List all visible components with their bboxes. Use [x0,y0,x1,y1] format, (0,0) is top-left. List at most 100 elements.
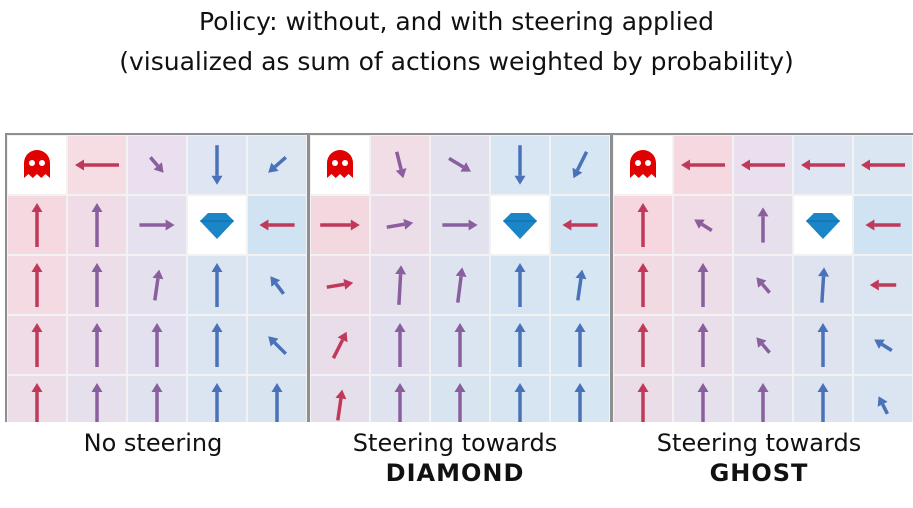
policy-arrow [869,279,897,291]
arrow-shaft [820,276,826,303]
arrow-head [151,383,163,392]
arrow-shaft [149,156,160,168]
arrow-head [877,396,888,407]
policy-arrow [259,219,295,231]
ghost-eye-right [39,160,45,166]
policy-arrow [694,219,713,232]
arrow-head [801,159,810,171]
caption-line-2: GHOST [709,459,809,487]
diamond-icon [806,213,840,239]
caption-line-1: Steering towards [656,429,862,457]
arrow-head [514,383,526,392]
arrow-shaft [760,342,771,354]
arrow-head [514,263,526,272]
arrow-head [91,323,103,332]
policy-arrow [874,339,893,352]
policy-arrow [514,263,526,307]
ghost-icon [630,150,656,178]
arrow-shaft [153,278,160,301]
policy-arrow [31,203,43,247]
policy-arrow [801,159,845,171]
arrow-head [211,383,223,392]
policy-arrow [211,383,223,422]
arrow-head [514,175,526,185]
arrow-shaft [397,274,403,305]
policy-arrow [91,383,103,422]
ghost-eye-right [645,160,651,166]
arrow-head [697,323,709,332]
arrow-head [575,269,587,280]
arrow-head [270,276,281,287]
arrow-head [697,263,709,272]
diamond-body [806,213,840,239]
policy-arrow [211,263,223,307]
arrow-head [91,383,103,392]
caption-line-1: No steering [83,429,223,457]
diamond-body [503,213,537,239]
arrow-head [454,323,466,332]
panel-caption-diamond: Steering towards DIAMOND [305,428,605,488]
diamond-icon [200,213,234,239]
arrow-head [31,383,43,392]
arrow-head [395,168,407,179]
arrow-head [869,279,879,291]
policy-arrow [817,323,829,367]
policy-arrow [574,383,586,422]
arrow-head [637,263,649,272]
policy-arrow [31,263,43,307]
policy-arrow [865,219,901,231]
policy-arrow [151,383,163,422]
policy-arrow [442,219,478,231]
arrow-shaft [273,341,288,356]
arrow-head [394,383,406,392]
arrow-head [681,159,690,171]
policy-arrow [386,218,414,230]
policy-arrow [268,155,287,173]
policy-arrow [572,151,589,179]
arrow-head [268,162,279,173]
diamond-body [200,213,234,239]
policy-arrow [394,323,406,367]
arrow-shaft [575,151,589,171]
arrow-head [817,323,829,332]
policy-arrow [149,156,164,173]
arrow-head [403,218,414,230]
policy-arrow [139,219,175,231]
policy-arrow [575,269,587,301]
arrow-head [350,219,360,231]
arrow-head [574,323,586,332]
policy-arrow [637,323,649,367]
arrow-head [75,159,84,171]
arrow-head [165,219,175,231]
policy-arrow [455,267,467,303]
ghost-eye-right [342,160,348,166]
policy-arrow [320,219,360,231]
arrow-shaft [700,222,713,232]
policy-arrow [697,263,709,307]
figure-title-line-1: Policy: without, and with steering appli… [199,7,714,36]
policy-arrow [331,331,348,359]
arrow-head [637,203,649,212]
policy-arrow [697,383,709,422]
arrow-head [741,159,750,171]
arrow-head [31,203,43,212]
arrow-head [91,203,103,212]
policy-arrow [756,277,771,294]
policy-arrow [152,269,164,301]
arrow-head [697,383,709,392]
policy-arrow [697,323,709,367]
policy-arrow [335,389,347,421]
policy-arrow [514,323,526,367]
policy-arrow [637,263,649,307]
policy-arrow [211,323,223,367]
arrow-head [335,389,347,400]
ghost-body [24,150,50,178]
arrow-head [259,219,269,231]
arrow-shaft [331,339,345,359]
policy-arrow [395,151,407,179]
arrow-head [337,331,348,343]
arrow-head [394,323,406,332]
panel-caption-ghost: Steering towards GHOST [609,428,909,488]
arrow-head [468,219,478,231]
arrow-head [395,265,407,275]
